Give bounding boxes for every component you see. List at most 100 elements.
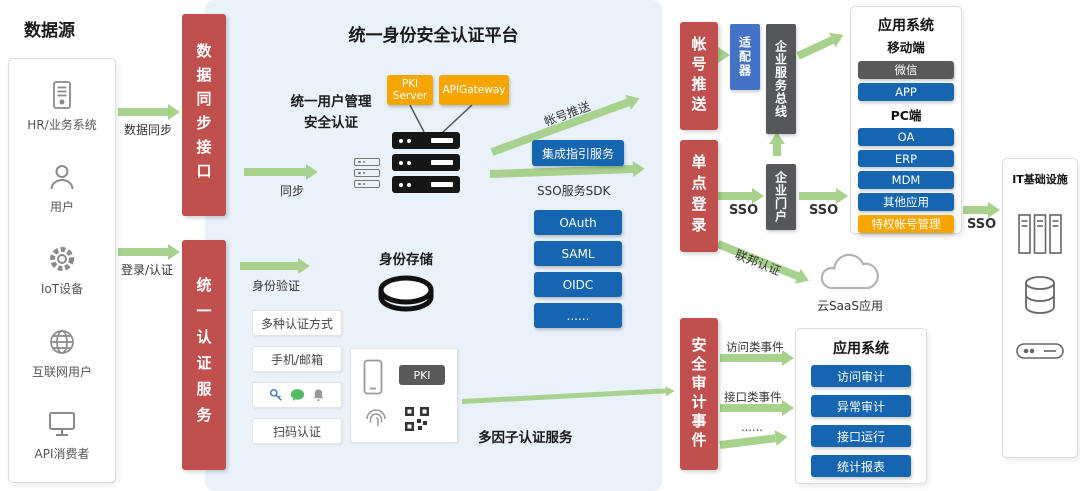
label-identity-verify: 身份验证 <box>252 279 301 293</box>
protocol-more: ...... <box>534 303 622 328</box>
datasource-item-label: API消费者 <box>34 446 90 461</box>
unified-user-mgmt-line1: 统一用户管理 <box>290 94 372 110</box>
server-stack-icon <box>392 132 460 193</box>
api-gateway-box: APIGateway <box>439 75 509 105</box>
pki-server-line2: Server <box>392 90 428 102</box>
chat-icon <box>290 388 305 402</box>
pc-section-label: PC端 <box>890 107 922 123</box>
label-sso-2: SSO <box>809 203 839 218</box>
bar-account-push: 帐号推送 <box>680 22 718 130</box>
integration-guide-button: 集成指引服务 <box>532 140 624 166</box>
app-privileged-account: 特权帐号管理 <box>858 215 954 234</box>
datasource-box: HR/业务系统 用户 IoT设备 互联网用户 <box>8 58 116 483</box>
datasource-item-label: 用户 <box>49 200 74 215</box>
bell-icon <box>312 388 325 402</box>
fingerprint-icon <box>363 405 389 431</box>
monitor-icon <box>46 408 78 440</box>
platform-title: 统一身份安全认证平台 <box>348 26 519 46</box>
audit-report: 统计报表 <box>811 455 911 477</box>
auth-method-phone-email: 手机/邮箱 <box>252 346 342 372</box>
adapter-box: 适配器 <box>730 24 760 90</box>
audit-interface: 接口运行 <box>811 425 911 447</box>
database-icon <box>376 272 436 318</box>
label-sso-sdk: SSO服务SDK <box>537 184 611 198</box>
esb-box: 企业服务总线 <box>766 24 796 134</box>
user-icon <box>46 161 78 193</box>
arrow-sync <box>244 168 306 176</box>
datasource-item-label: HR/业务系统 <box>27 118 97 133</box>
pki-server-line1: PKI <box>401 77 419 90</box>
cloud-icon <box>818 252 882 294</box>
unified-user-mgmt-line2: 安全认证 <box>304 114 358 131</box>
arrow-interface-events <box>720 404 782 412</box>
mfa-label: 多因子认证服务 <box>478 430 573 446</box>
protocol-oauth: OAuth <box>534 210 622 235</box>
mfa-card: PKI <box>350 348 458 443</box>
arrow-portal-to-apps <box>799 192 836 200</box>
bar-sso-login: 单点登录 <box>680 140 718 252</box>
label-other-events: ...... <box>741 420 763 434</box>
pki-badge: PKI <box>399 365 445 385</box>
auth-method-multi: 多种认证方式 <box>252 310 342 336</box>
bar-data-sync-interface: 数据同步接口 <box>182 14 226 216</box>
pki-server-box: PKI Server <box>387 75 433 105</box>
phone-icon <box>363 359 383 395</box>
protocol-saml: SAML <box>534 241 622 266</box>
it-infra-box: IT基础设施 <box>1002 158 1078 458</box>
protocol-oidc: OIDC <box>534 272 622 297</box>
datasource-item-api: API消费者 <box>35 408 90 462</box>
label-access-events: 访问类事件 <box>726 340 784 354</box>
globe-icon <box>46 326 78 358</box>
label-sync: 同步 <box>280 184 305 198</box>
label-sso-3: SSO <box>967 217 997 232</box>
app-wechat: 微信 <box>858 61 954 79</box>
label-login-auth: 登录/认证 <box>121 263 174 277</box>
unified-user-mgmt-label: 统一用户管理 安全认证 <box>275 92 387 134</box>
key-icon <box>269 388 283 402</box>
app-oa: OA <box>858 127 954 146</box>
app-other: 其他应用 <box>858 193 954 212</box>
arrow-sso-to-portal <box>718 192 752 200</box>
auth-method-qr: 扫码认证 <box>252 418 342 444</box>
portal-box: 企业门户 <box>766 164 796 230</box>
gear-icon <box>46 243 78 275</box>
it-infra-title: IT基础设施 <box>1012 173 1068 186</box>
mini-server-icon <box>354 158 380 188</box>
label-interface-events: 接口类事件 <box>724 390 782 404</box>
app-system-title: 应用系统 <box>878 18 934 34</box>
bar-security-audit: 安全审计事件 <box>680 318 718 470</box>
app-app: APP <box>858 82 954 101</box>
app-erp: ERP <box>858 149 954 168</box>
server-icon <box>46 79 78 111</box>
appliance-icon <box>1016 343 1064 359</box>
mobile-section-label: 移动端 <box>887 40 925 55</box>
audit-system-title: 应用系统 <box>833 341 889 357</box>
storage-icon <box>1022 275 1058 321</box>
rack-icon <box>1017 213 1063 255</box>
identity-storage-label: 身份存储 <box>379 252 433 268</box>
audit-exception: 异常审计 <box>811 395 911 417</box>
datasource-item-internet: 互联网用户 <box>32 326 92 380</box>
datasource-item-hr: HR/业务系统 <box>27 79 97 133</box>
datasource-item-label: IoT设备 <box>40 282 84 297</box>
datasource-item-iot: IoT设备 <box>41 243 83 297</box>
app-mdm: MDM <box>858 171 954 190</box>
audit-access: 访问审计 <box>811 365 911 387</box>
auth-method-icons-row <box>252 382 342 408</box>
qr-code-icon <box>405 407 429 431</box>
bar-unified-auth-service: 统一认证服务 <box>182 240 226 470</box>
arrow-access-events <box>720 354 782 362</box>
arrow-login-auth <box>118 248 168 256</box>
arrow-identity-verify <box>240 262 298 270</box>
label-sso-1: SSO <box>729 203 759 218</box>
datasource-title: 数据源 <box>24 21 75 41</box>
app-system-box: 应用系统 移动端 微信 APP PC端 OA ERP MDM 其他应用 特权帐号… <box>850 6 962 234</box>
cloud-saas-label: 云SaaS应用 <box>817 299 883 313</box>
arrow-data-sync <box>118 108 168 116</box>
datasource-item-label: 互联网用户 <box>31 364 92 379</box>
audit-system-box: 应用系统 访问审计 异常审计 接口运行 统计报表 <box>795 328 927 484</box>
datasource-item-user: 用户 <box>46 161 78 215</box>
label-data-sync: 数据同步 <box>124 123 173 137</box>
